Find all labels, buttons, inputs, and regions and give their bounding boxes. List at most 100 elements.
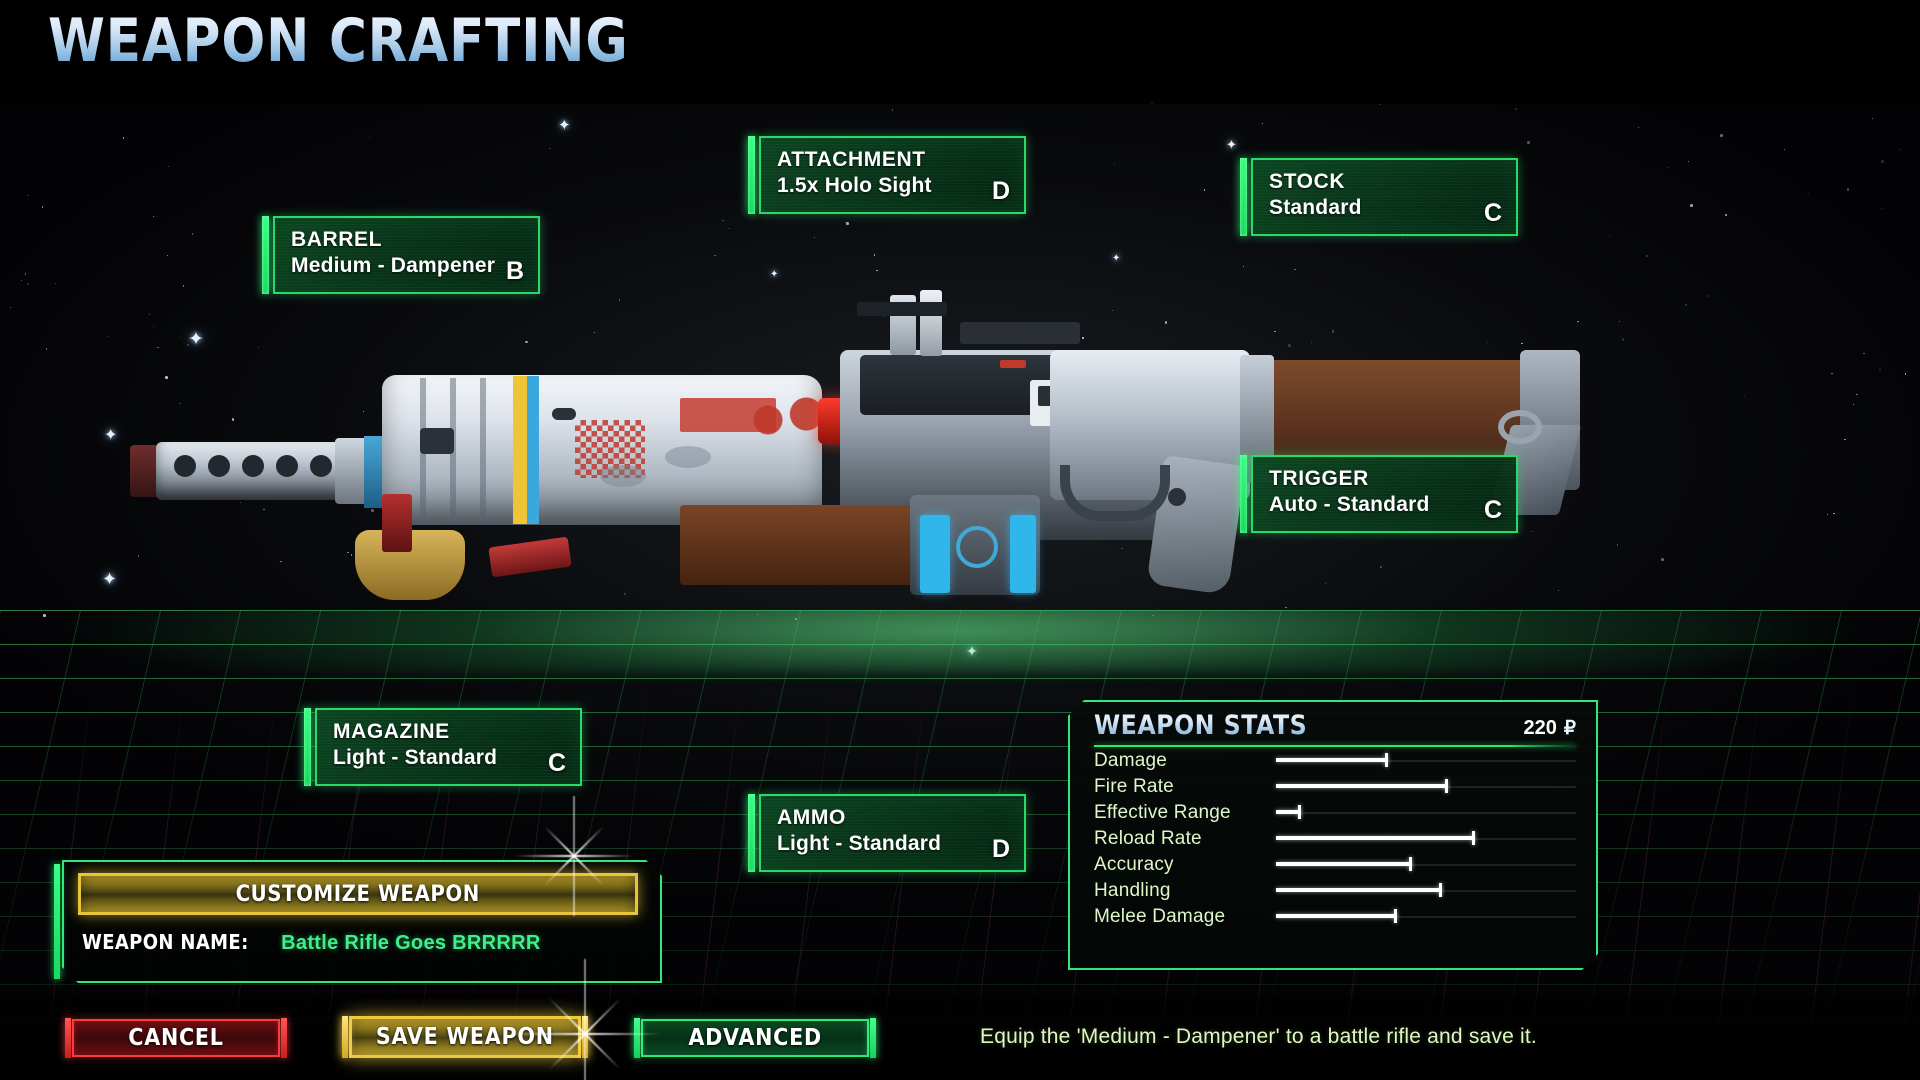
stat-cap [1385,753,1388,767]
slot-card-ammo[interactable]: AMMO Light - Standard D [748,794,1026,872]
stat-row: Accuracy [1094,853,1576,877]
stat-label: Effective Range [1094,802,1276,824]
stat-row: Reload Rate [1094,827,1576,851]
stat-track [1276,855,1576,875]
slot-accent-bar [1240,158,1247,236]
stat-track [1276,907,1576,927]
slot-body: TRIGGER Auto - Standard C [1251,455,1518,533]
slot-value: Standard [1269,195,1500,221]
bottom-action-bar: CANCEL SAVE WEAPON ADVANCED Equip the 'M… [0,994,1920,1080]
stat-label: Damage [1094,750,1276,772]
slot-grade-badge: D [992,177,1010,206]
stats-panel-title: WEAPON STATS [1094,710,1307,741]
slot-title: BARREL [291,228,522,253]
stat-label: Reload Rate [1094,828,1276,850]
slot-card-barrel[interactable]: BARREL Medium - Dampener B [262,216,540,294]
stat-row: Effective Range [1094,801,1576,825]
slot-card-attachment[interactable]: ATTACHMENT 1.5x Holo Sight D [748,136,1026,214]
slot-accent-bar [748,794,755,872]
slot-title: AMMO [777,806,1008,831]
stat-fill [1276,888,1441,892]
slot-accent-bar [304,708,311,786]
slot-card-trigger[interactable]: TRIGGER Auto - Standard C [1240,455,1518,533]
slot-value: 1.5x Holo Sight [777,173,1008,199]
stat-label: Handling [1094,880,1276,902]
stat-cap [1445,779,1448,793]
slot-grade-badge: B [506,257,524,286]
stat-cap [1409,857,1412,871]
stat-fill [1276,862,1411,866]
weapon-name-panel: CUSTOMIZE WEAPON WEAPON NAME: Battle Rif… [62,860,662,983]
stat-cap [1439,883,1442,897]
slot-accent-bar [748,136,755,214]
advanced-button[interactable]: ADVANCED [641,1019,869,1057]
slot-body: MAGAZINE Light - Standard C [315,708,582,786]
slot-title: MAGAZINE [333,720,564,745]
slot-value: Medium - Dampener [291,253,522,279]
slot-accent-bar [262,216,269,294]
stat-fill [1276,914,1396,918]
weapon-name-input[interactable]: Battle Rifle Goes BRRRRR [281,932,540,955]
weapon-name-label: WEAPON NAME: [82,930,249,954]
advanced-button-label: ADVANCED [688,1025,821,1051]
button-edge-left [342,1016,348,1058]
stat-bar-list: DamageFire RateEffective RangeReload Rat… [1094,749,1576,929]
cancel-button[interactable]: CANCEL [72,1019,280,1057]
stat-cap [1298,805,1301,819]
slot-card-magazine[interactable]: MAGAZINE Light - Standard C [304,708,582,786]
stat-label: Accuracy [1094,854,1276,876]
stat-fill [1276,758,1387,762]
button-edge-right [870,1018,876,1058]
stat-row: Handling [1094,879,1576,903]
page-title: WEAPON CRAFTING [48,6,629,76]
stat-row: Damage [1094,749,1576,773]
button-edge-right [582,1016,588,1058]
currency-icon: ₽ [1564,717,1576,740]
slot-grade-badge: D [992,835,1010,864]
stat-track [1276,751,1576,771]
button-edge-right [281,1018,287,1058]
stat-track [1276,829,1576,849]
stat-track [1276,881,1576,901]
name-panel-accent-bar [54,864,60,979]
stats-divider [1094,745,1576,747]
stat-label: Fire Rate [1094,776,1276,798]
slot-value: Light - Standard [333,745,564,771]
slot-body: ATTACHMENT 1.5x Holo Sight D [759,136,1026,214]
objective-hint-text: Equip the 'Medium - Dampener' to a battl… [980,1025,1680,1049]
price-value: 220 [1524,717,1557,740]
stat-track [1276,803,1576,823]
slot-title: STOCK [1269,170,1500,195]
stat-fill [1276,784,1447,788]
slot-value: Light - Standard [777,831,1008,857]
slot-body: AMMO Light - Standard D [759,794,1026,872]
slot-grade-badge: C [1484,199,1502,228]
slot-body: BARREL Medium - Dampener B [273,216,540,294]
button-edge-left [634,1018,640,1058]
save-weapon-button-label: SAVE WEAPON [376,1024,554,1050]
stat-label: Melee Damage [1094,906,1276,928]
stat-row: Melee Damage [1094,905,1576,929]
customize-weapon-button[interactable]: CUSTOMIZE WEAPON [78,873,638,915]
stat-cap [1394,909,1397,923]
slot-body: STOCK Standard C [1251,158,1518,236]
stat-fill [1276,836,1474,840]
button-edge-left [65,1018,71,1058]
weapon-stats-panel: WEAPON STATS 220 ₽ DamageFire RateEffect… [1068,700,1598,970]
weapon-preview-image [120,250,1820,650]
stat-fill [1276,810,1300,814]
slot-title: TRIGGER [1269,467,1500,492]
stat-track [1276,777,1576,797]
cancel-button-label: CANCEL [128,1025,223,1051]
stat-cap [1472,831,1475,845]
weapon-price: 220 ₽ [1524,717,1576,740]
customize-weapon-label: CUSTOMIZE WEAPON [236,882,480,907]
slot-grade-badge: C [1484,496,1502,525]
slot-grade-badge: C [548,749,566,778]
slot-card-stock[interactable]: STOCK Standard C [1240,158,1518,236]
save-weapon-button[interactable]: SAVE WEAPON [349,1016,581,1058]
slot-title: ATTACHMENT [777,148,1008,173]
slot-accent-bar [1240,455,1247,533]
stat-row: Fire Rate [1094,775,1576,799]
top-banner: WEAPON CRAFTING [0,0,1920,104]
